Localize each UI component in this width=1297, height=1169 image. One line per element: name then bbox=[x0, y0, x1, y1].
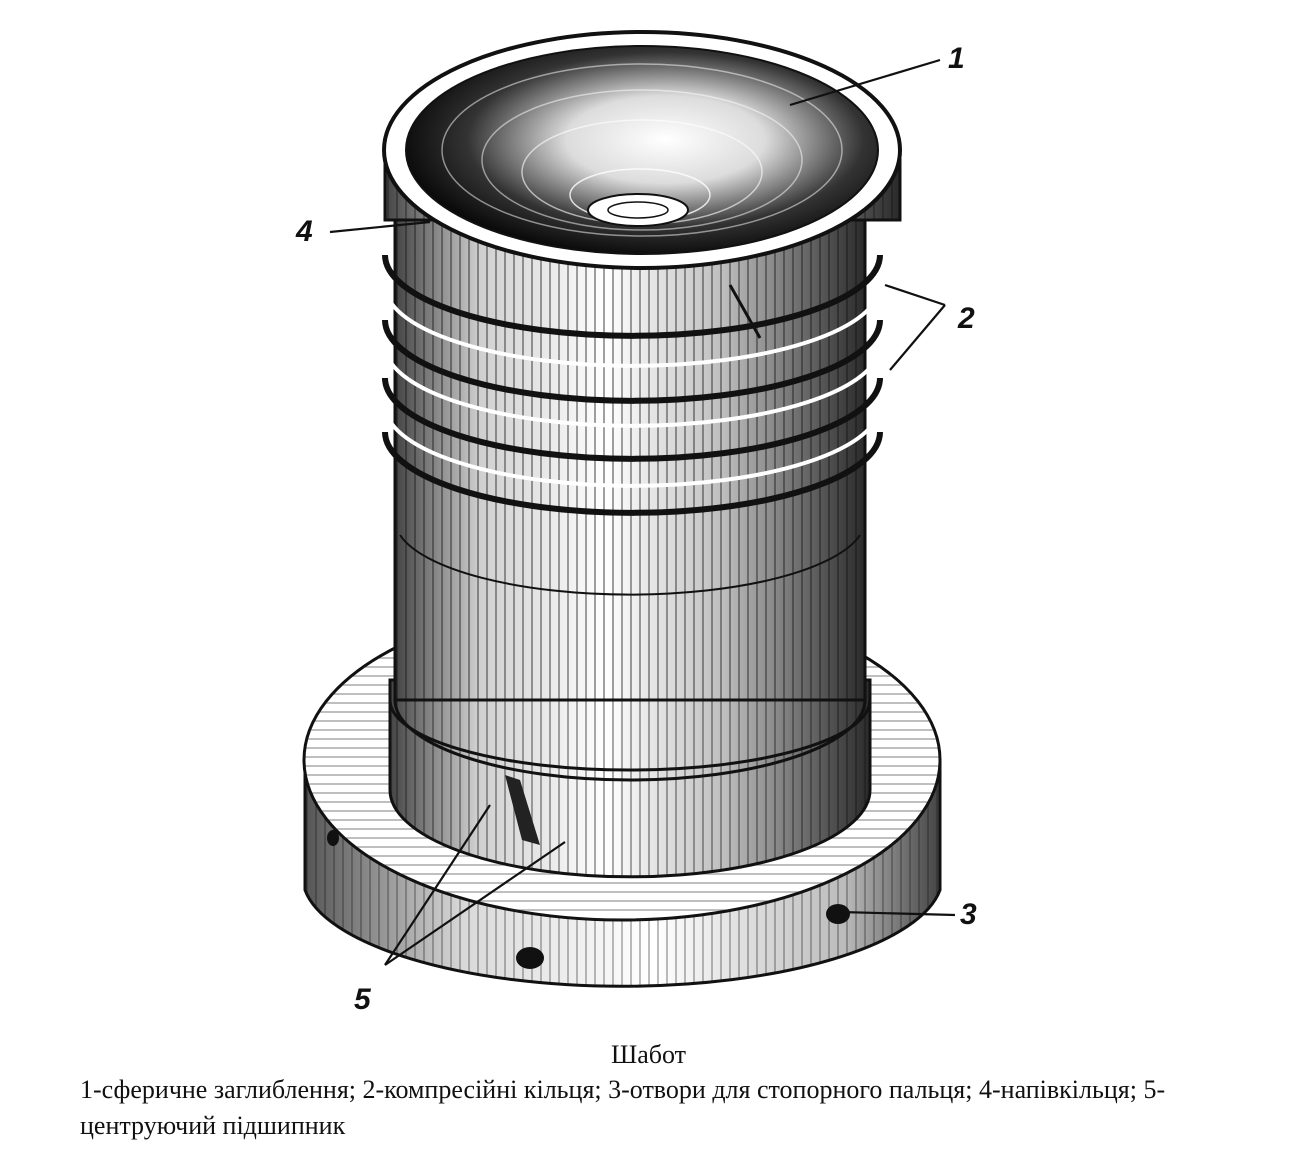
leader-lines bbox=[329, 58, 956, 966]
centering-bearing bbox=[388, 678, 872, 879]
callout-1: 1 bbox=[948, 42, 965, 75]
compression-rings bbox=[382, 254, 883, 516]
callout-2: 2 bbox=[958, 302, 975, 335]
callout-5: 5 bbox=[354, 983, 371, 1016]
anvil-body bbox=[393, 178, 867, 782]
anvil-drawing bbox=[302, 30, 956, 988]
spherical-recess bbox=[382, 30, 902, 270]
callout-4: 4 bbox=[296, 215, 313, 248]
stop-pin-hole bbox=[327, 830, 339, 846]
figure-title: Шабот bbox=[610, 1040, 687, 1069]
stop-pin-hole bbox=[826, 904, 850, 924]
stop-pin-hole bbox=[516, 947, 544, 969]
figure-legend: 1-сферичне заглиблення; 2-компресійні кі… bbox=[80, 1075, 1166, 1140]
callout-3: 3 bbox=[960, 898, 977, 931]
